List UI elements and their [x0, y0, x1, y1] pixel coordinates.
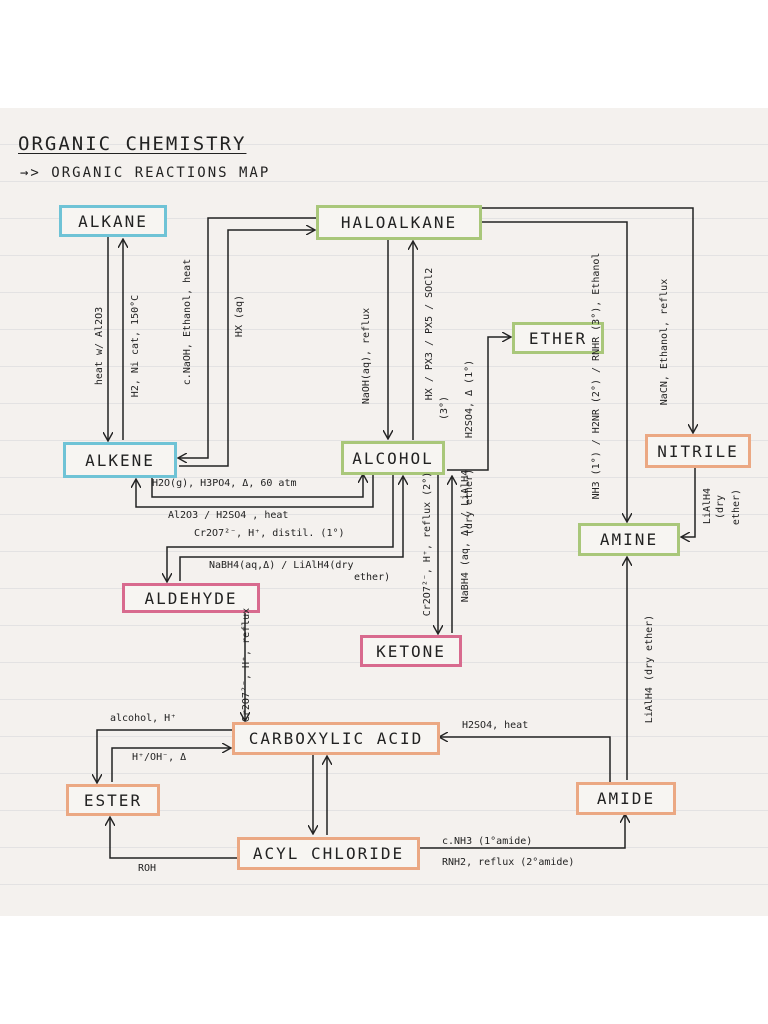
label-lialh4-nitrile: LiAlH4 [702, 487, 713, 525]
label-roh: ROH [138, 863, 157, 874]
label-c-nh3: c.NH3 (1°amide) [442, 836, 533, 847]
acyl-chloride-node: ACYL CHLORIDE [237, 837, 420, 870]
arrow-acyl-chloride-to-ester [110, 818, 237, 859]
label-alcohol-h: alcohol, H⁺ [110, 713, 177, 724]
haloalkane-label: HALOALKANE [340, 213, 458, 232]
label-nabh4-aldehyde: NaBH4(aq,Δ) / LiAlH4(dry [209, 560, 354, 571]
alcohol-node: ALCOHOL [341, 441, 445, 475]
arrow-alkene-to-haloalkane [179, 230, 314, 467]
acyl-chloride-label: ACYL CHLORIDE [252, 844, 405, 863]
arrow-alcohol-to-aldehyde [167, 475, 394, 581]
label-nabh4-ketone-dry: (dry ether) [464, 468, 475, 536]
arrow-nitrile-to-amine [682, 468, 696, 537]
arrow-alcohol-to-ether [447, 337, 510, 471]
arrow-aldehyde-to-alcohol [179, 477, 403, 581]
label-nabh4-aldehyde-ether: ether) [354, 572, 391, 583]
alkene-label: ALKENE [85, 450, 155, 470]
alcohol-label: ALCOHOL [352, 448, 434, 468]
label-cr2o7-acid: Cr2O7²⁻, H⁺, reflux [241, 607, 252, 723]
aldehyde-node: ALDEHYDE [122, 583, 260, 613]
label-hx-px3: HX / PX3 / PX5 / SOCl2 [424, 267, 435, 401]
carboxylic-acid-node: CARBOXYLIC ACID [232, 722, 440, 755]
arrow-ester-to-carboxylic-acid [111, 748, 230, 782]
label-al2o3-h2so4: Al2O3 / H2SO4 , heat [168, 510, 289, 521]
page-title: ORGANIC CHEMISTRY [18, 133, 247, 155]
arrow-haloalkane-to-alkene [179, 217, 316, 458]
label-cr2o7-ketone: Cr2O7²⁻, H⁺, reflux (2°) [422, 471, 433, 617]
page-subtitle: →> ORGANIC REACTIONS MAP [20, 165, 271, 181]
label-three-deg: (3°) [439, 395, 450, 421]
ester-label: ESTER [83, 790, 143, 810]
label-lialh4-amide: LiAlH4 (dry ether) [644, 614, 655, 724]
label-rnh2: RNH2, reflux (2°amide) [442, 857, 575, 868]
label-lialh4-nitrile-ether: ether) [731, 488, 742, 526]
label-h2so4-ether: H2SO4, Δ (1°) [464, 359, 475, 439]
nitrile-node: NITRILE [645, 434, 751, 468]
alkane-label: ALKANE [78, 211, 148, 231]
aldehyde-label: ALDEHYDE [144, 588, 238, 608]
amide-node: AMIDE [576, 782, 676, 815]
nitrile-label: NITRILE [657, 441, 739, 461]
alkene-node: ALKENE [63, 442, 177, 478]
carboxylic-acid-label: CARBOXYLIC ACID [248, 729, 424, 748]
label-h-oh: H⁺/OH⁻, Δ [132, 752, 187, 763]
label-hx-aq: HX (aq) [234, 294, 245, 338]
notebook-paper [0, 108, 768, 916]
arrow-alkene-to-alcohol [151, 475, 363, 498]
arrow-acyl-chloride-to-amide [420, 815, 625, 849]
label-heat-al2o3: heat w/ Al2O3 [94, 306, 105, 386]
ketone-node: KETONE [360, 635, 462, 667]
ester-node: ESTER [66, 784, 160, 816]
haloalkane-node: HALOALKANE [316, 205, 482, 240]
ketone-label: KETONE [376, 641, 446, 661]
label-h2so4-heat: H2SO4, heat [462, 720, 529, 731]
arrow-haloalkane-to-nitrile [482, 207, 693, 432]
arrow-alcohol-to-alkene [136, 475, 374, 508]
label-c-naoh: c.NaOH, Ethanol, heat [182, 258, 193, 386]
ether-node: ETHER [512, 322, 604, 354]
arrow-carboxylic-acid-to-ester [97, 729, 232, 782]
label-h2o-g: H2O(g), H3PO4, Δ, 60 atm [152, 478, 297, 489]
label-cr2o7-distil: Cr2O7²⁻, H⁺, distil. (1°) [194, 528, 345, 539]
amide-label: AMIDE [596, 789, 656, 808]
label-h2-ni: H2, Ni cat, 150°C [130, 294, 141, 398]
label-lialh4-nitrile-dry: (dry [715, 494, 726, 520]
alkane-node: ALKANE [59, 205, 167, 237]
label-nh3-amine: NH3 (1°) / H2NR (2°) / RNHR (3°), Ethano… [591, 252, 602, 500]
amine-label: AMINE [599, 530, 659, 549]
arrow-haloalkane-to-amine [482, 221, 627, 521]
amine-node: AMINE [578, 523, 680, 556]
label-naoh-reflux: NaOH(aq), reflux [361, 307, 372, 405]
ether-label: ETHER [528, 328, 588, 348]
label-nacn: NaCN, Ethanol, reflux [659, 278, 670, 406]
arrow-amide-to-carboxylic-acid [440, 737, 611, 782]
